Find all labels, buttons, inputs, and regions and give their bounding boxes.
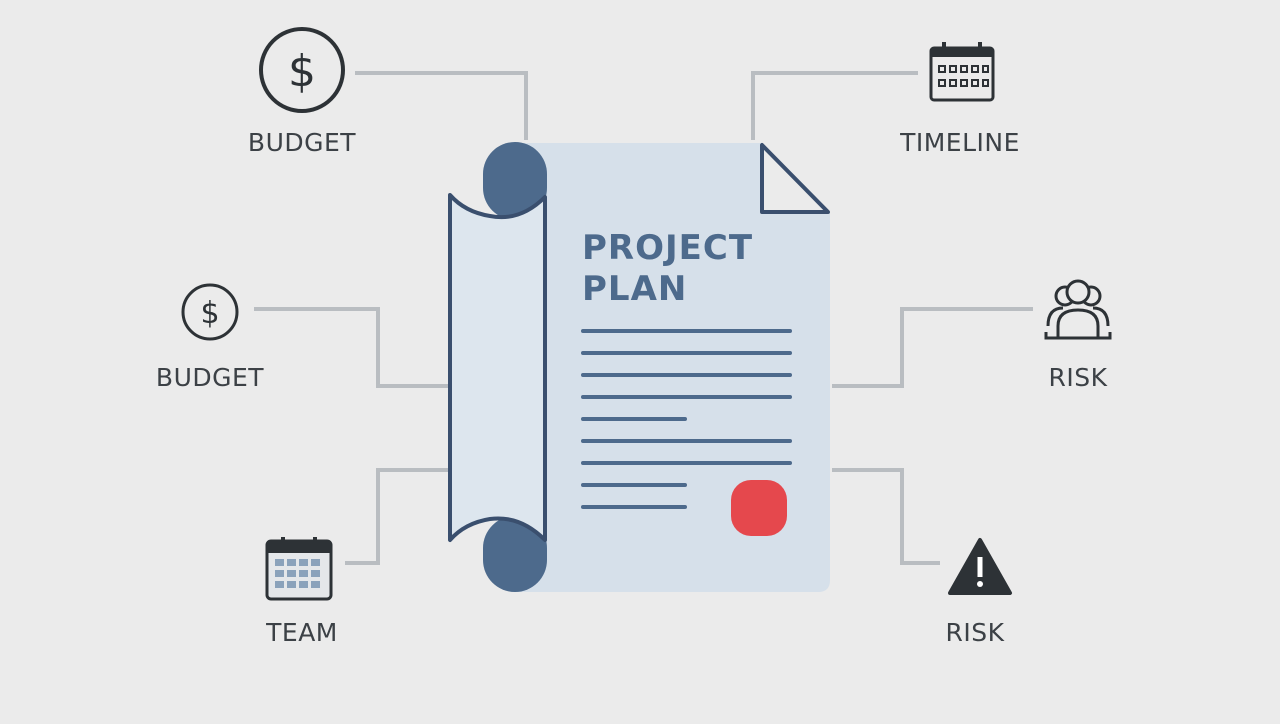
node-label-budget-top: BUDGET <box>247 128 357 157</box>
node-label-timeline: TIMELINE <box>900 128 1020 157</box>
scroll-flap <box>448 193 547 542</box>
connector-top-right <box>751 71 918 140</box>
document-title-line1: PROJECT <box>582 228 753 268</box>
document-title-line2: PLAN <box>582 269 687 309</box>
document-paper <box>515 143 830 592</box>
svg-text:$: $ <box>288 46 316 97</box>
calendar-icon <box>929 42 995 102</box>
connectors <box>254 71 1033 565</box>
dollar-icon: $ <box>181 283 239 341</box>
connector-mid-right <box>832 307 1033 388</box>
document-folded-corner <box>760 143 830 214</box>
node-label-risk-bottom: RISK <box>945 618 1005 647</box>
connector-mid-left <box>254 307 448 388</box>
warning-icon <box>948 538 1012 595</box>
node-label-team: TEAM <box>266 618 338 647</box>
scroll-roll-bottom <box>483 516 547 592</box>
team-icon <box>1044 279 1112 340</box>
scroll-roll-top <box>483 142 547 220</box>
document-text-lines <box>581 329 792 509</box>
svg-text:$: $ <box>200 296 219 331</box>
project-plan-document: PROJECT PLAN <box>448 142 830 592</box>
dollar-icon: $ <box>259 27 345 113</box>
connector-bottom-left <box>345 468 448 565</box>
document-seal <box>731 480 787 536</box>
connector-top-left <box>355 71 528 140</box>
node-label-risk-mid: RISK <box>1048 363 1108 392</box>
calendar-icon <box>265 537 333 601</box>
node-label-budget-mid: BUDGET <box>155 363 265 392</box>
connector-bottom-right <box>832 468 940 565</box>
